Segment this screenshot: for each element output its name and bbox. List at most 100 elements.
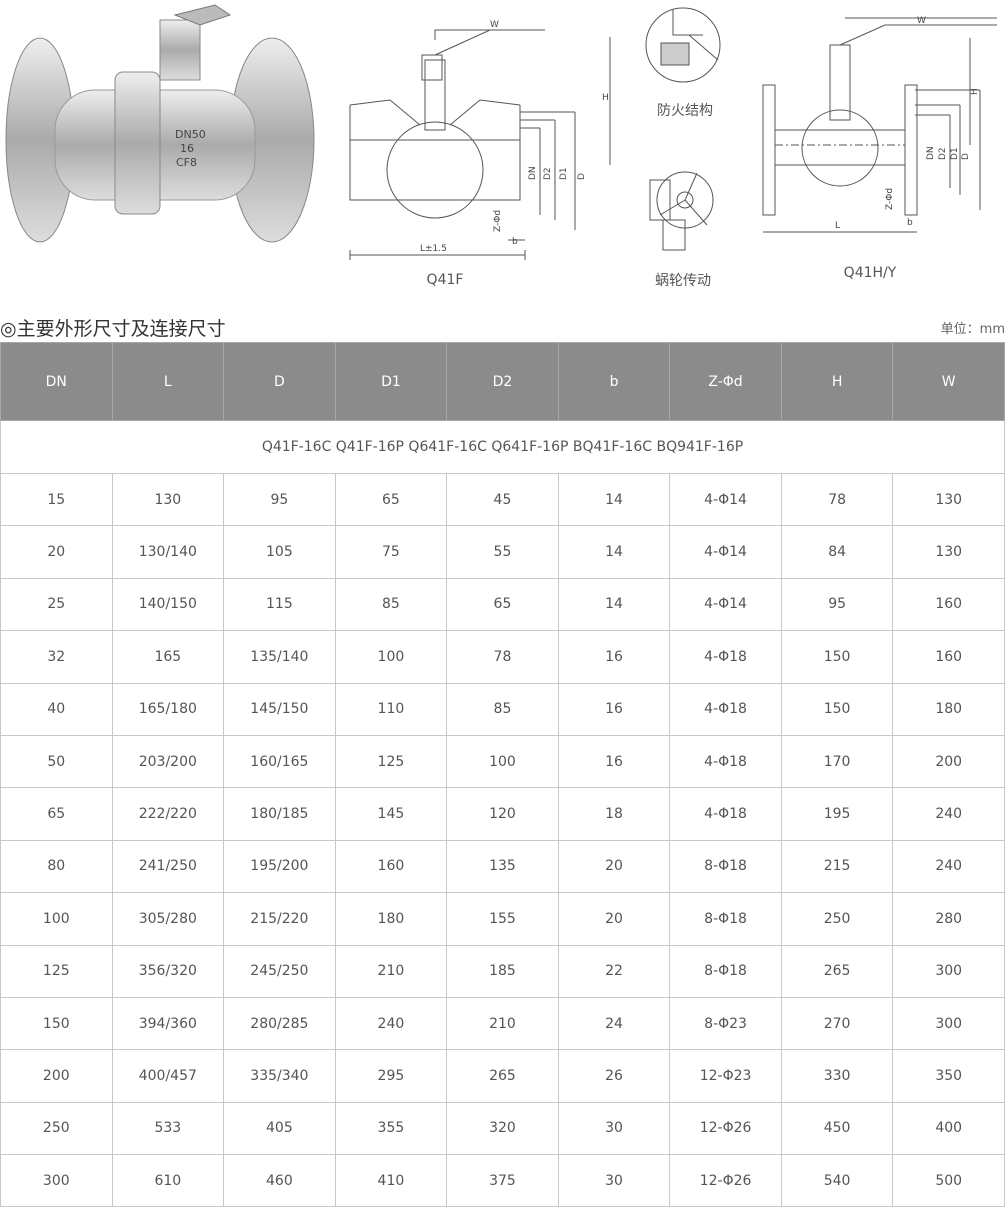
- table-cell: 4-Φ18: [669, 630, 782, 684]
- table-cell: 160/165: [223, 734, 336, 789]
- table-cell: 185: [446, 944, 559, 998]
- table-cell: 170: [780, 734, 894, 789]
- table-cell: 20: [0, 525, 113, 579]
- table-cell: 95: [223, 472, 336, 527]
- table-cell: 20: [557, 839, 671, 894]
- table-cell: 280/285: [223, 996, 336, 1051]
- table-cell: 533: [111, 1101, 225, 1156]
- table-cell: 16: [557, 734, 671, 789]
- column-header: D: [223, 342, 336, 421]
- dim-b: b: [512, 237, 518, 247]
- table-cell: 155: [446, 892, 559, 946]
- dim-d: D: [577, 173, 587, 180]
- table-cell: 460: [223, 1154, 336, 1207]
- table-cell: 110: [334, 682, 448, 736]
- dim-d1: D1: [559, 167, 569, 180]
- table-cell: 16: [557, 630, 671, 684]
- caption-fire-safe: 防火结构: [657, 103, 713, 119]
- column-header: D1: [334, 342, 448, 421]
- unit-label: 单位：mm: [940, 322, 1005, 337]
- table-cell: 130: [892, 472, 1005, 527]
- table-cell: 130/140: [111, 525, 225, 579]
- table-cell: 160: [892, 577, 1005, 632]
- dim-zd: Z-Φd: [493, 210, 503, 232]
- table-cell: 55: [446, 525, 559, 579]
- table-cell: 195: [780, 787, 894, 841]
- table-cell: 241/250: [111, 839, 225, 894]
- table-cell: 375: [446, 1154, 559, 1207]
- table-cell: 4-Φ18: [669, 787, 782, 841]
- valve-photo: DN50 16 CF8: [5, 4, 315, 243]
- dim-h: H: [602, 93, 609, 103]
- table-cell: 12-Φ26: [669, 1154, 782, 1207]
- dim-b: b: [907, 218, 913, 228]
- table-cell: 180/185: [223, 787, 336, 841]
- table-cell: 300: [892, 944, 1005, 998]
- table-cell: 200: [892, 734, 1005, 789]
- table-cell: 80: [0, 839, 113, 894]
- table-cell: 355: [334, 1101, 448, 1156]
- table-cell: 115: [223, 577, 336, 632]
- table-cell: 405: [223, 1101, 336, 1156]
- column-header: b: [557, 342, 671, 421]
- table-cell: 25: [0, 577, 113, 632]
- dim-d: D: [961, 153, 971, 160]
- table-cell: 26: [557, 1049, 671, 1103]
- column-header: H: [780, 342, 894, 421]
- table-cell: 165: [111, 630, 225, 684]
- table-cell: 400: [892, 1101, 1005, 1156]
- table-cell: 160: [892, 630, 1005, 684]
- table-cell: 4-Φ14: [669, 577, 782, 632]
- table-cell: 65: [446, 577, 559, 632]
- table-cell: 150: [780, 630, 894, 684]
- table-cell: 330: [780, 1049, 894, 1103]
- table-cell: 100: [334, 630, 448, 684]
- table-cell: 300: [0, 1154, 113, 1207]
- table-cell: 15: [0, 472, 113, 527]
- table-cell: 4-Φ14: [669, 525, 782, 579]
- table-cell: 100: [0, 892, 113, 946]
- dim-dn: DN: [528, 166, 538, 180]
- table-cell: 78: [446, 630, 559, 684]
- table-cell: 85: [334, 577, 448, 632]
- table-cell: 610: [111, 1154, 225, 1207]
- table-cell: 180: [334, 892, 448, 946]
- column-header: DN: [0, 342, 113, 421]
- dim-l: L±1.5: [420, 244, 447, 254]
- table-cell: 356/320: [111, 944, 225, 998]
- table-cell: 210: [446, 996, 559, 1051]
- section-title: ◎主要外形尺寸及连接尺寸: [0, 318, 226, 340]
- table-cell: 8-Φ18: [669, 839, 782, 894]
- table-cell: 250: [0, 1101, 113, 1156]
- fire-safe-detail: [645, 7, 721, 83]
- caption-q41hy: Q41H/Y: [843, 265, 897, 281]
- table-cell: 394/360: [111, 996, 225, 1051]
- dim-h: H: [970, 88, 980, 95]
- table-cell: 270: [780, 996, 894, 1051]
- table-cell: 24: [557, 996, 671, 1051]
- table-cell: 150: [780, 682, 894, 736]
- marking-pn: 16: [180, 142, 194, 155]
- table-cell: 195/200: [223, 839, 336, 894]
- table-cell: 150: [0, 996, 113, 1051]
- table-cell: 215/220: [223, 892, 336, 946]
- table-cell: 40: [0, 682, 113, 736]
- table-cell: 410: [334, 1154, 448, 1207]
- table-cell: 78: [780, 472, 894, 527]
- column-header: Z-Φd: [669, 342, 782, 421]
- table-cell: 145/150: [223, 682, 336, 736]
- dim-d1: D1: [950, 147, 960, 160]
- dim-w: W: [490, 20, 499, 30]
- table-cell: 12-Φ26: [669, 1101, 782, 1156]
- table-cell: 140/150: [111, 577, 225, 632]
